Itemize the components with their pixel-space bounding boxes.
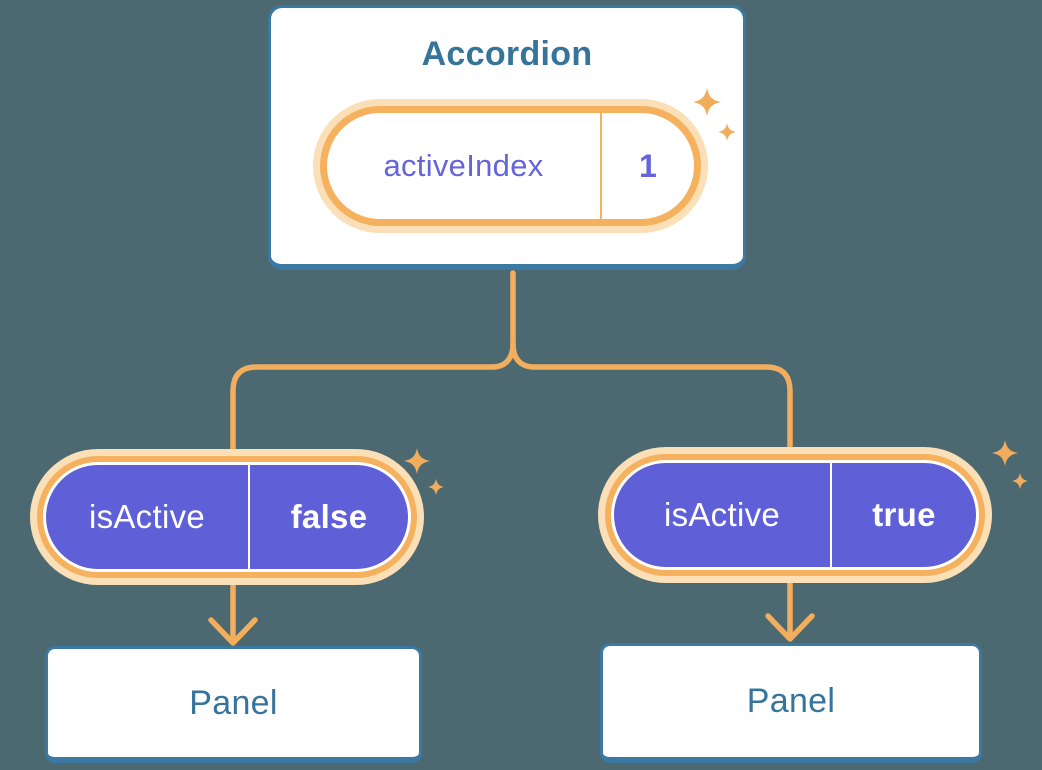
state-value: false	[290, 498, 368, 535]
state-value: true	[872, 496, 936, 533]
state-value: 1	[638, 147, 658, 184]
node-panel-label: Panel	[746, 682, 836, 720]
state-pill-isactive-left: isActive false	[43, 462, 411, 572]
state-pill-activeindex: activeIndex 1	[320, 106, 701, 226]
node-panel-label: Panel	[189, 683, 278, 722]
arrow-down-left-icon	[208, 581, 258, 646]
state-label: isActive	[663, 496, 781, 533]
arrow-down-right-icon	[765, 579, 815, 642]
pill-divider	[600, 113, 602, 219]
sparkle-icon	[427, 478, 445, 496]
state-pill-isactive-right: isActive true	[611, 460, 979, 570]
node-accordion-title: Accordion	[421, 35, 593, 73]
node-panel-left: Panel	[45, 646, 422, 763]
state-label: activeIndex	[383, 148, 544, 183]
connector-branch-left	[230, 341, 516, 473]
pill-divider	[830, 463, 832, 567]
state-label: isActive	[88, 498, 206, 535]
sparkle-icon	[1011, 472, 1029, 490]
sparkle-icon	[992, 440, 1018, 466]
node-panel-right: Panel	[600, 643, 982, 763]
pill-divider	[248, 465, 250, 569]
connector-branch-right	[510, 341, 793, 471]
